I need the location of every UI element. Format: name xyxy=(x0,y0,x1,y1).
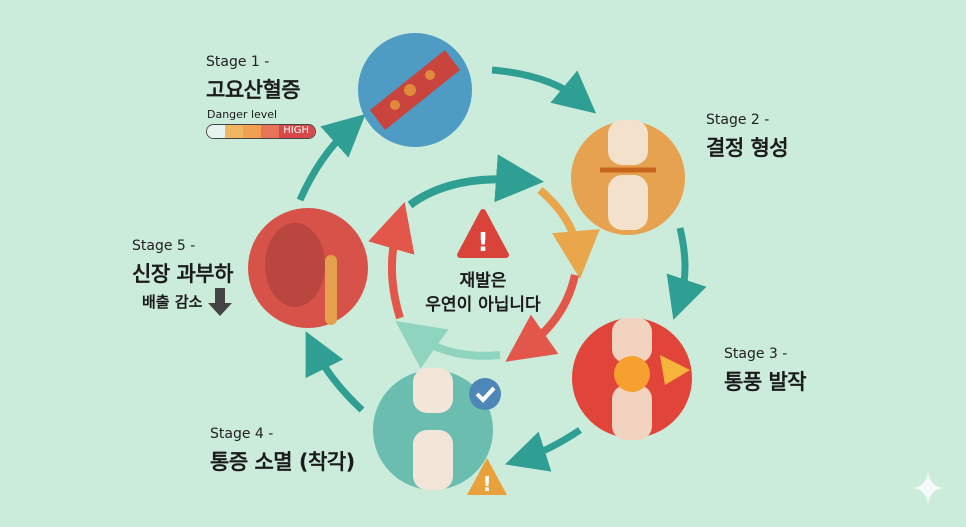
svg-text:!: ! xyxy=(477,228,489,258)
stage-4-joint-image: ! xyxy=(373,368,507,496)
inner-ring xyxy=(368,154,600,369)
center-line-2: 우연이 아닙니다 xyxy=(425,295,541,315)
arrow-4-5 xyxy=(305,331,365,413)
stage-2-label: Stage 2 - xyxy=(706,112,770,128)
stage-3-attack-image xyxy=(572,318,692,440)
danger-level-value: HIGH xyxy=(283,125,309,136)
arrow-5-1 xyxy=(296,113,366,202)
center-line-1: 재발은 xyxy=(459,271,507,291)
outer-arrows xyxy=(296,66,707,472)
stage-3-label: Stage 3 - xyxy=(724,346,788,362)
stage-3-title: 통풍 발작 xyxy=(724,370,807,394)
arrow-1-2 xyxy=(491,66,597,114)
stage-1-label: Stage 1 - xyxy=(206,54,270,70)
stage-1-title: 고요산혈증 xyxy=(206,78,301,102)
danger-level-label: Danger level xyxy=(207,108,278,121)
stage-4-label: Stage 4 - xyxy=(210,426,274,442)
svg-text:!: ! xyxy=(482,472,491,496)
arrow-3-4 xyxy=(505,427,582,472)
arrow-2-3 xyxy=(666,227,707,320)
sparkle-icon xyxy=(913,472,943,504)
arrow-down-icon xyxy=(208,288,232,316)
danger-level-bar: HIGH xyxy=(206,124,316,139)
stage-5-note: 배출 감소 xyxy=(142,293,203,311)
stage-2-title: 결정 형성 xyxy=(706,136,789,160)
warning-icon: ! xyxy=(457,209,509,258)
stage-1-vessel-image xyxy=(358,33,472,147)
stage-4-title: 통증 소멸 (착각) xyxy=(210,450,355,474)
stage-2-joint-image xyxy=(571,120,685,235)
stage-5-kidney-image xyxy=(248,208,368,328)
stage-5-label: Stage 5 - xyxy=(132,238,196,254)
stage-5-title: 신장 과부하 xyxy=(132,262,233,286)
